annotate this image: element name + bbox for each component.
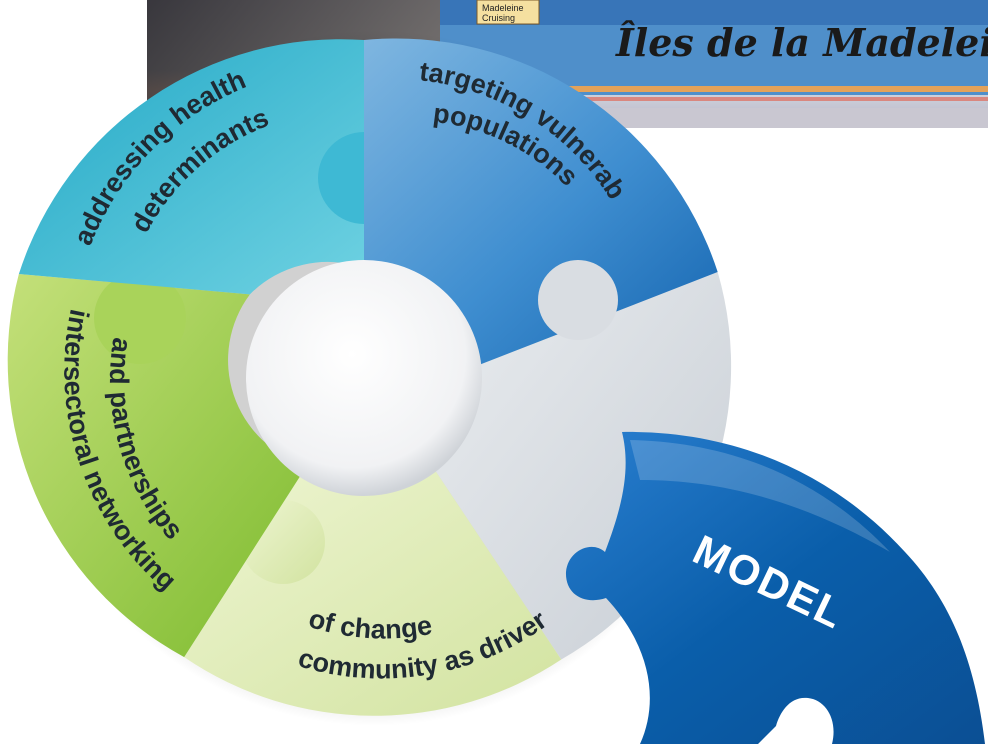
center-hole xyxy=(246,260,482,496)
photo-caption: Îles de la Madeleine xyxy=(615,20,988,65)
segment-green xyxy=(7,274,307,658)
sign-line-1: Madeleine xyxy=(482,3,524,13)
segment-blue xyxy=(364,38,718,368)
sign-icon: Madeleine Cruising xyxy=(476,0,540,25)
model-puzzle-piece: MODEL xyxy=(565,431,985,744)
segment-cyan xyxy=(18,39,365,295)
sign-line-2: Cruising xyxy=(482,13,515,23)
puzzle-tab-green xyxy=(94,272,186,364)
puzzle-socket-blue xyxy=(538,260,618,340)
